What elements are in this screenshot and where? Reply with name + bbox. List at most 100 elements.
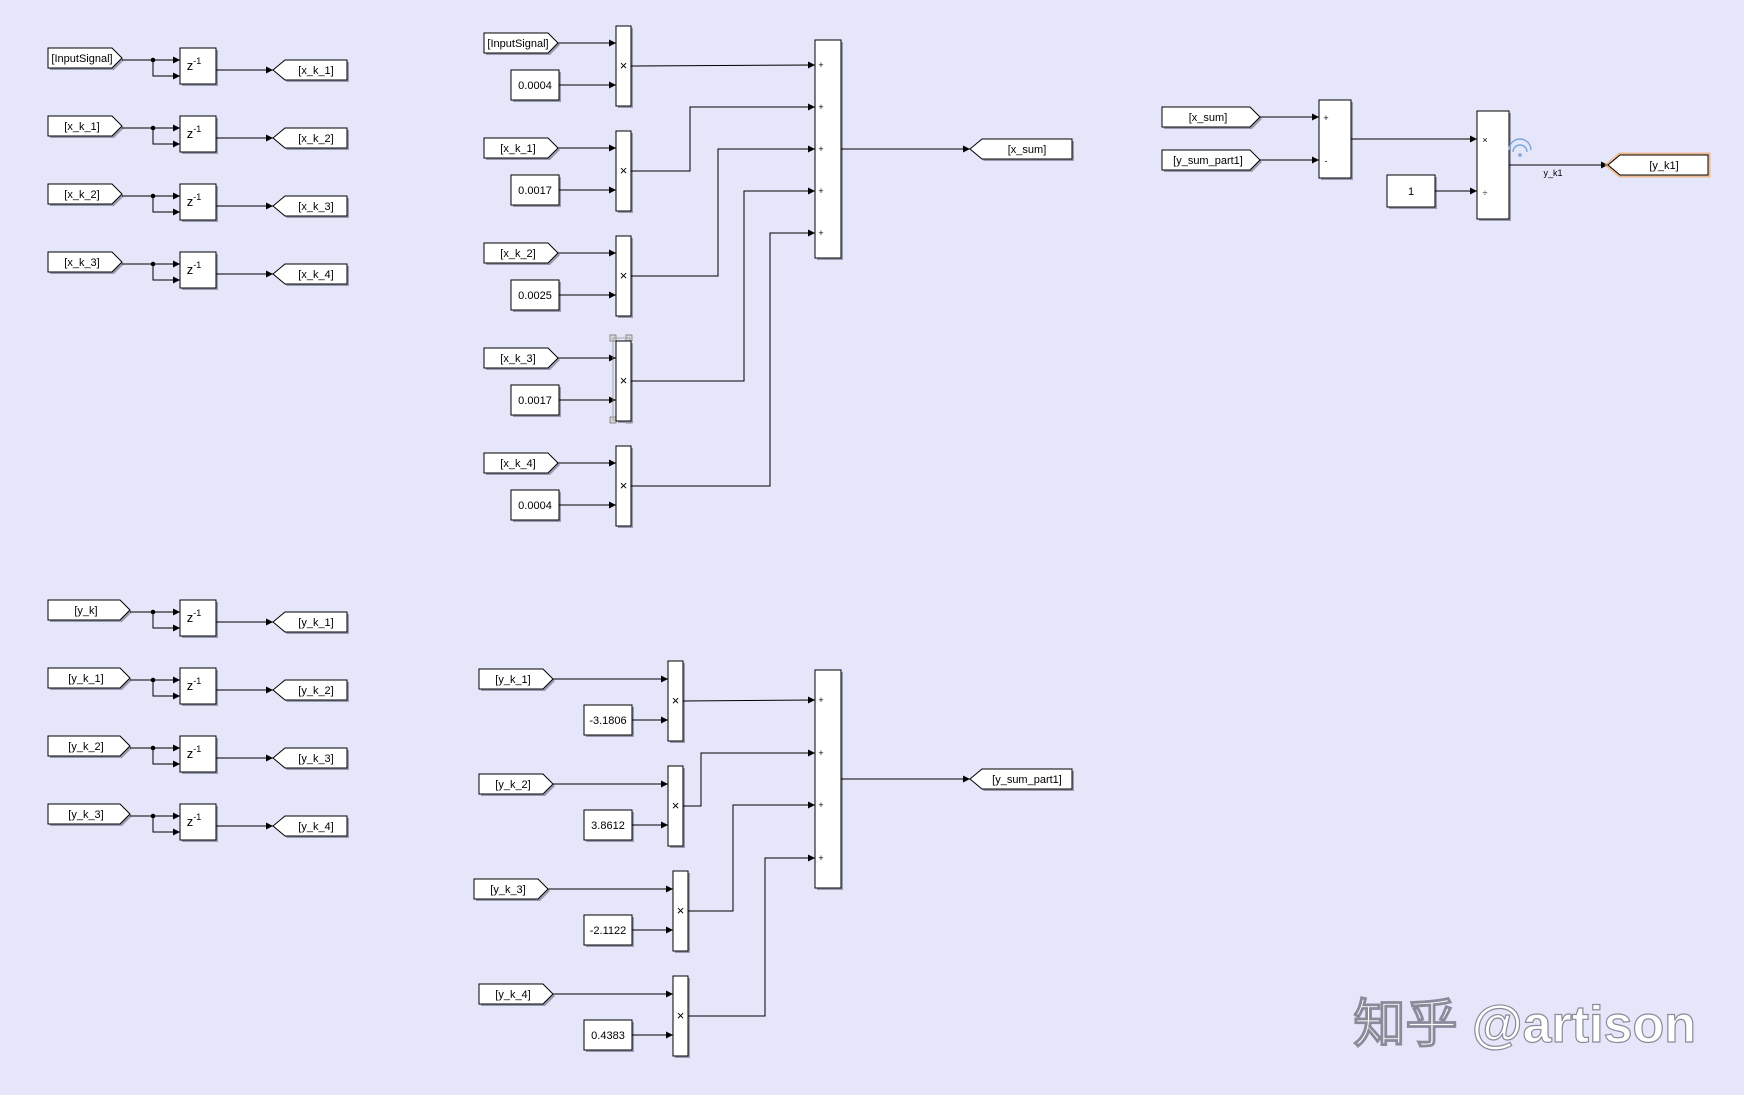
denominator-product-block[interactable]: ×: [667, 660, 685, 743]
numerator-gain-constant[interactable]: 0.0017: [510, 174, 561, 207]
denominator-product-block[interactable]: ×: [672, 870, 690, 953]
delay-input-wire[interactable]: [122, 124, 180, 148]
from-tag-denominator[interactable]: [y_k_1]: [478, 668, 555, 691]
denominator-gain-constant[interactable]: -3.1806: [583, 704, 634, 737]
unit-delay-block[interactable]: z-1: [179, 183, 218, 222]
delay-input-wire[interactable]: [122, 260, 180, 284]
product-to-sum-wire[interactable]: [630, 61, 816, 69]
goto-tag-x-sum[interactable]: [x_sum]: [969, 138, 1074, 161]
goto-tag-delay-output[interactable]: [y_k_3]: [272, 747, 349, 770]
goto-tag-delay-output[interactable]: [x_k_1]: [272, 59, 349, 82]
from-tag-numerator[interactable]: [x_k_2]: [483, 242, 560, 265]
gain-input-wire[interactable]: [632, 1031, 673, 1039]
product-to-sum-wire[interactable]: [631, 145, 815, 277]
sum-output-wire[interactable]: [841, 145, 970, 153]
numerator-gain-constant[interactable]: 0.0017: [510, 384, 561, 417]
numerator-input-wire[interactable]: [558, 354, 616, 362]
denominator-input-wire[interactable]: [548, 885, 673, 893]
denominator-gain-constant[interactable]: -2.1122: [583, 914, 634, 947]
goto-tag-delay-output[interactable]: [y_k_4]: [272, 815, 349, 838]
delay-input-wire[interactable]: [130, 676, 180, 700]
delay-output-wire[interactable]: [216, 618, 273, 626]
product-to-sum-wire[interactable]: [631, 103, 815, 172]
from-tag-numerator[interactable]: [x_k_1]: [483, 137, 560, 160]
gain-input-wire[interactable]: [632, 926, 673, 934]
delay-input-wire[interactable]: [130, 608, 180, 632]
denominator-product-block[interactable]: ×: [667, 765, 685, 848]
unit-delay-block[interactable]: z-1: [179, 47, 218, 86]
sum-output-wire[interactable]: [841, 775, 970, 783]
unit-delay-block[interactable]: z-1: [179, 251, 218, 290]
delay-output-wire[interactable]: [216, 270, 273, 278]
gain-input-wire[interactable]: [559, 501, 616, 509]
denominator-gain-constant[interactable]: 0.4383: [583, 1019, 634, 1052]
numerator-input-wire[interactable]: [558, 39, 616, 47]
numerator-product-block[interactable]: ×: [615, 445, 633, 528]
from-tag-numerator[interactable]: [InputSignal]: [483, 32, 560, 55]
goto-tag-delay-output[interactable]: [x_k_4]: [272, 263, 349, 286]
from-tag-delay-input[interactable]: [x_k_2]: [47, 183, 124, 206]
numerator-input-wire[interactable]: [558, 144, 616, 152]
delay-output-wire[interactable]: [216, 202, 273, 210]
goto-tag-y-k1[interactable]: [y_k1]: [1604, 152, 1711, 178]
from-tag-delay-input[interactable]: [y_k]: [47, 599, 132, 622]
subtract-input-wire[interactable]: [1260, 156, 1319, 164]
denominator-sum-block[interactable]: ++++: [814, 669, 843, 890]
numerator-gain-constant[interactable]: 0.0004: [510, 69, 561, 102]
gain-input-wire[interactable]: [559, 396, 616, 404]
divide-block[interactable]: ×÷: [1476, 110, 1511, 221]
subtract-input-wire[interactable]: [1260, 113, 1319, 121]
delay-input-wire[interactable]: [122, 192, 180, 216]
gain-input-wire[interactable]: [632, 716, 668, 724]
from-tag-numerator[interactable]: [x_k_3]: [483, 347, 560, 370]
goto-tag-y-sum-part1[interactable]: [y_sum_part1]: [969, 768, 1074, 791]
from-tag-numerator[interactable]: [x_k_4]: [483, 452, 560, 475]
unit-delay-block[interactable]: z-1: [179, 667, 218, 706]
numerator-gain-constant[interactable]: 0.0025: [510, 279, 561, 312]
gain-input-wire[interactable]: [559, 81, 616, 89]
goto-tag-delay-output[interactable]: [y_k_2]: [272, 679, 349, 702]
product-to-sum-wire[interactable]: [631, 229, 815, 487]
from-tag-delay-input[interactable]: [y_k_2]: [47, 735, 132, 758]
delay-output-wire[interactable]: [216, 134, 273, 142]
numerator-sum-block[interactable]: +++++: [814, 39, 843, 260]
from-tag-delay-input[interactable]: [InputSignal]: [47, 47, 124, 70]
denominator-input-wire[interactable]: [553, 780, 668, 788]
product-to-sum-wire[interactable]: [631, 187, 815, 382]
from-tag-denominator[interactable]: [y_k_3]: [473, 878, 550, 901]
from-tag-denominator[interactable]: [y_k_2]: [478, 773, 555, 796]
numerator-product-block[interactable]: ×: [615, 235, 633, 318]
numerator-product-block[interactable]: ×: [615, 25, 633, 108]
gain-input-wire[interactable]: [559, 291, 616, 299]
denominator-input-wire[interactable]: [553, 990, 673, 998]
numerator-product-block[interactable]: ×: [615, 130, 633, 213]
numerator-product-block[interactable]: ×: [615, 340, 633, 423]
from-tag-delay-input[interactable]: [y_k_3]: [47, 803, 132, 826]
unit-delay-block[interactable]: z-1: [179, 599, 218, 638]
goto-tag-delay-output[interactable]: [x_k_2]: [272, 127, 349, 150]
from-tag-delay-input[interactable]: [x_k_3]: [47, 251, 124, 274]
unit-delay-block[interactable]: z-1: [179, 115, 218, 154]
gain-input-wire[interactable]: [559, 186, 616, 194]
delay-input-wire[interactable]: [130, 812, 180, 836]
product-to-sum-wire[interactable]: [688, 801, 815, 912]
constant-input-wire[interactable]: [1435, 187, 1477, 195]
delay-input-wire[interactable]: [122, 56, 180, 80]
subtract-block[interactable]: +-: [1318, 99, 1353, 180]
goto-tag-delay-output[interactable]: [y_k_1]: [272, 611, 349, 634]
unit-delay-block[interactable]: z-1: [179, 803, 218, 842]
unit-delay-block[interactable]: z-1: [179, 735, 218, 774]
product-to-sum-wire[interactable]: [682, 696, 816, 704]
denominator-input-wire[interactable]: [553, 675, 668, 683]
from-tag-denominator[interactable]: [y_k_4]: [478, 983, 555, 1006]
product-to-sum-wire[interactable]: [683, 749, 815, 807]
gain-input-wire[interactable]: [632, 821, 668, 829]
numerator-input-wire[interactable]: [558, 459, 616, 467]
from-tag-x-sum[interactable]: [x_sum]: [1161, 106, 1262, 129]
delay-input-wire[interactable]: [130, 744, 180, 768]
delay-output-wire[interactable]: [216, 822, 273, 830]
delay-output-wire[interactable]: [216, 754, 273, 762]
denominator-product-block[interactable]: ×: [672, 975, 690, 1058]
signal-logging-icon[interactable]: [1508, 138, 1532, 157]
